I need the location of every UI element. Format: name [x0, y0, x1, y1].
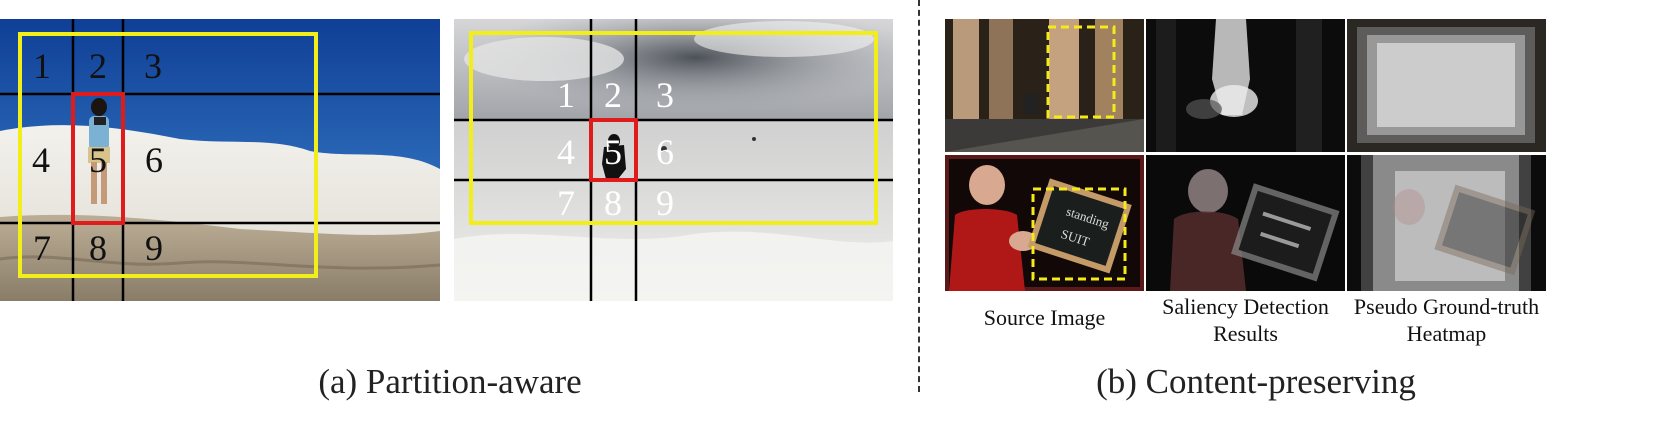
caption-content-preserving: (b) Content-preserving: [1096, 362, 1416, 401]
red-subject-box: [71, 92, 125, 225]
yellow-crop-box: [469, 31, 878, 225]
label-source-image-text: Source Image: [983, 305, 1106, 330]
saliency-result-colonnade: [1146, 19, 1345, 152]
source-image-chalkboard: standing SUIT: [945, 155, 1144, 291]
caption-partition-aware: (a) Partition-aware: [318, 362, 582, 401]
grid-number-8: 8: [604, 183, 622, 223]
grid-number-7: 7: [557, 183, 575, 223]
grid-number-2: 2: [604, 75, 622, 115]
person-figure: [602, 134, 626, 179]
label-heatmap-line2: Heatmap: [1406, 321, 1487, 346]
panel-divider: [918, 0, 920, 392]
label-saliency-detection: Saliency Detection Results: [1136, 293, 1355, 347]
grid-number-1: 1: [557, 75, 575, 115]
label-pseudo-heatmap: Pseudo Ground-truth Heatmap: [1337, 293, 1556, 347]
red-subject-box: [589, 118, 638, 182]
yellow-crop-box: [18, 32, 318, 278]
label-source-image: Source Image: [945, 304, 1144, 331]
grid-number-5: 5: [89, 140, 107, 180]
grid-number-2: 2: [89, 46, 107, 86]
heatmap-chalkboard: [1347, 155, 1546, 291]
photo-beach-photographer: [0, 19, 440, 301]
label-saliency-line2: Results: [1213, 321, 1278, 346]
source-image-colonnade: [945, 19, 1144, 152]
photo2-grid-overlay: [454, 19, 893, 301]
grid-number-9: 9: [656, 183, 674, 223]
grid-number-9: 9: [145, 228, 163, 268]
grid-number-8: 8: [89, 228, 107, 268]
grid-number-6: 6: [656, 132, 674, 172]
saliency-result-chalkboard: [1146, 155, 1345, 291]
grid-number-1: 1: [33, 46, 51, 86]
label-heatmap-line1: Pseudo Ground-truth: [1353, 294, 1540, 319]
person-figure: [88, 98, 110, 204]
photo1-grid-overlay: [0, 19, 440, 301]
grid-number-5: 5: [604, 132, 622, 172]
heatmap-colonnade: [1347, 19, 1546, 152]
grid-number-6: 6: [145, 140, 163, 180]
grid-number-4: 4: [32, 140, 50, 180]
photo-snow-field: [454, 19, 893, 301]
label-saliency-line1: Saliency Detection: [1162, 294, 1329, 319]
grid-number-3: 3: [656, 75, 674, 115]
grid-number-4: 4: [557, 132, 575, 172]
grid-number-7: 7: [33, 228, 51, 268]
grid-number-3: 3: [144, 46, 162, 86]
